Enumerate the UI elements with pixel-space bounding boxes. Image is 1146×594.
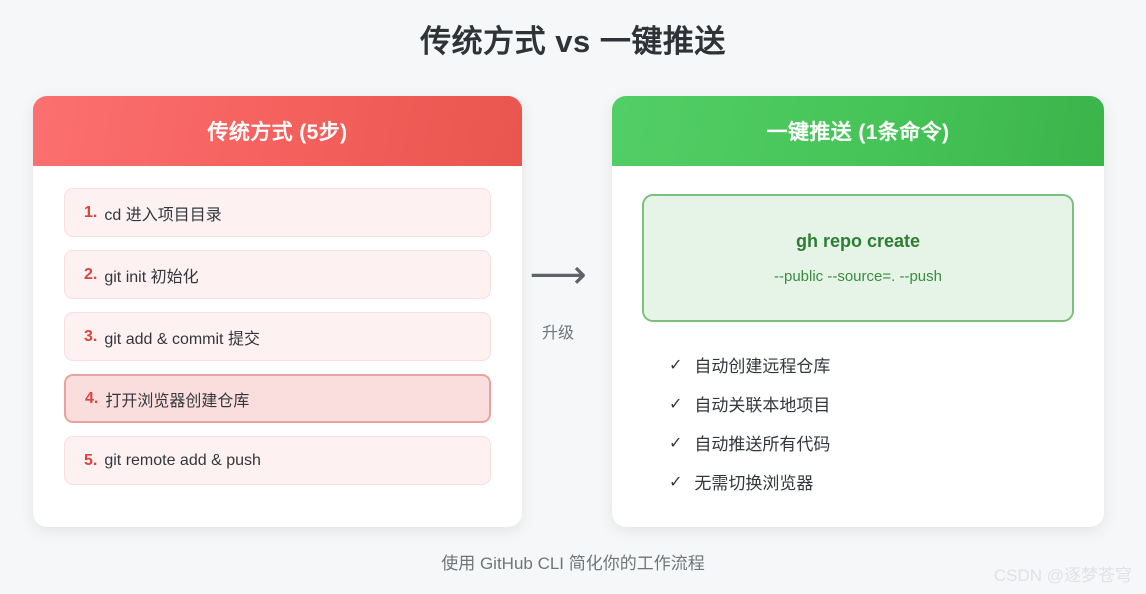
benefit-label-3: 自动推送所有代码 [694, 435, 831, 454]
step-item-1[interactable]: 1. cd 进入项目目录 [64, 188, 491, 237]
footer-note: 使用 GitHub CLI 简化你的工作流程 [441, 554, 705, 573]
arrow-right-icon: ⟶ [529, 252, 587, 298]
command-flags-text: --public --source=. --push [774, 268, 942, 285]
step-label-2: git init 初始化 [104, 268, 199, 286]
step-label-4: 打开浏览器创建仓库 [105, 392, 250, 410]
oneclick-card-header-label: 一键推送 (1条命令) [766, 121, 950, 144]
step-number-1: 1. [84, 203, 98, 221]
step-item-5[interactable]: 5. git remote add & push [64, 436, 491, 485]
step-label-1: cd 进入项目目录 [104, 206, 222, 224]
traditional-card-header-label: 传统方式 (5步) [207, 121, 348, 144]
upgrade-arrow-group: ⟶ 升级 [510, 252, 606, 343]
step-number-3: 3. [84, 327, 98, 345]
benefit-label-4: 无需切换浏览器 [694, 474, 814, 493]
check-icon: ✓ [669, 354, 683, 374]
one-click-push-card: 一键推送 (1条命令) gh repo create --public --so… [612, 96, 1104, 527]
csdn-watermark: CSDN @逐梦苍穹 [993, 566, 1132, 585]
step-number-4: 4. [85, 389, 99, 407]
benefit-item-3: ✓ 自动推送所有代码 [669, 430, 1104, 455]
traditional-card-header: 传统方式 (5步) [33, 96, 522, 166]
check-icon: ✓ [669, 432, 683, 452]
traditional-method-card: 传统方式 (5步) 1. cd 进入项目目录 2. git init 初始化 3… [33, 96, 522, 527]
step-number-5: 5. [84, 451, 98, 469]
oneclick-card-header: 一键推送 (1条命令) [612, 96, 1104, 166]
command-main-text: gh repo create [795, 231, 921, 251]
step-label-5: git remote add & push [104, 451, 261, 469]
traditional-steps-list: 1. cd 进入项目目录 2. git init 初始化 3. git add … [33, 166, 522, 485]
page-title: 传统方式 vs 一键推送 [420, 24, 726, 59]
command-box[interactable]: gh repo create --public --source=. --pus… [642, 194, 1074, 322]
benefit-item-1: ✓ 自动创建远程仓库 [669, 352, 1104, 377]
step-number-2: 2. [84, 265, 98, 283]
benefit-item-2: ✓ 自动关联本地项目 [669, 391, 1104, 416]
command-wrapper: gh repo create --public --source=. --pus… [612, 166, 1104, 322]
benefit-label-1: 自动创建远程仓库 [694, 357, 831, 376]
benefit-label-2: 自动关联本地项目 [694, 396, 831, 415]
upgrade-label: 升级 [541, 325, 574, 342]
check-icon: ✓ [669, 393, 683, 413]
benefit-item-4: ✓ 无需切换浏览器 [669, 469, 1104, 494]
check-icon: ✓ [669, 471, 683, 491]
step-item-3[interactable]: 3. git add & commit 提交 [64, 312, 491, 361]
step-label-3: git add & commit 提交 [104, 330, 260, 348]
step-item-2[interactable]: 2. git init 初始化 [64, 250, 491, 299]
benefits-list: ✓ 自动创建远程仓库 ✓ 自动关联本地项目 ✓ 自动推送所有代码 ✓ 无需切换浏… [612, 322, 1104, 494]
step-item-4[interactable]: 4. 打开浏览器创建仓库 [64, 374, 491, 423]
